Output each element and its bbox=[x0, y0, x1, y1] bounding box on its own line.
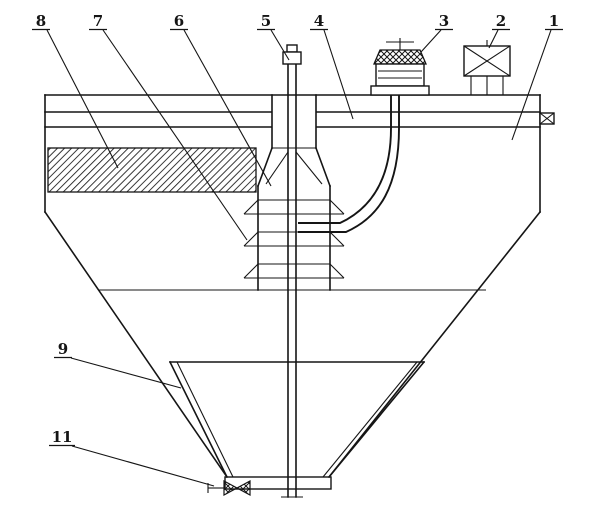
tank-shell bbox=[43, 94, 542, 490]
leader-line-7 bbox=[102, 29, 248, 241]
callout-number-6: 6 bbox=[174, 12, 184, 30]
right-cone-wall bbox=[327, 210, 542, 479]
box-diag-b bbox=[463, 45, 511, 77]
drive-base bbox=[370, 85, 430, 96]
control-box bbox=[463, 40, 511, 95]
liner-right-inner bbox=[322, 361, 418, 478]
drive-unit bbox=[370, 38, 430, 96]
discharge-valve bbox=[207, 479, 251, 497]
callout-number-4: 4 bbox=[314, 12, 324, 30]
leader-line-5 bbox=[270, 29, 290, 61]
plate-3-top bbox=[243, 263, 345, 279]
drive-cap-hatch bbox=[373, 49, 427, 65]
liner-left-outer bbox=[168, 360, 229, 479]
leader-line-9 bbox=[70, 357, 182, 389]
overflow-nozzle bbox=[539, 112, 555, 125]
plate-1-top bbox=[243, 199, 345, 215]
callout-number-9: 9 bbox=[58, 340, 68, 358]
feedwell-neck-mask bbox=[272, 96, 316, 148]
leader-line-6 bbox=[183, 29, 272, 187]
leader-line-2 bbox=[488, 29, 499, 49]
inner-cone-liner bbox=[168, 360, 426, 479]
feed-pipe-outer bbox=[298, 95, 392, 224]
callout-number-3: 3 bbox=[439, 12, 449, 30]
callout-labels: 8 7 6 5 4 3 2 1 9 11 bbox=[32, 12, 563, 487]
callout-number-2: 2 bbox=[496, 12, 506, 30]
deflector-plates bbox=[243, 199, 345, 279]
inner-cone-right bbox=[295, 151, 323, 185]
callout-number-1: 1 bbox=[549, 12, 559, 30]
leader-line-4 bbox=[323, 29, 354, 120]
callout-number-8: 8 bbox=[36, 12, 46, 30]
agitator-shaft bbox=[281, 44, 303, 498]
leader-line-1 bbox=[511, 29, 552, 141]
plate-2-top bbox=[243, 231, 345, 247]
nozzle-cross-b bbox=[539, 112, 555, 125]
inner-cone-left bbox=[265, 151, 289, 185]
feed-pipe-inner bbox=[298, 95, 400, 233]
callout-number-7: 7 bbox=[93, 12, 103, 30]
inclined-plate-pack bbox=[47, 147, 257, 193]
liner-left-inner bbox=[176, 361, 234, 478]
leader-line-11 bbox=[71, 445, 215, 487]
left-cone-wall bbox=[43, 210, 229, 479]
valve-body-right bbox=[235, 479, 251, 497]
callout-number-11: 11 bbox=[52, 428, 73, 446]
feedwell-column bbox=[256, 94, 332, 291]
flare-right bbox=[314, 146, 332, 188]
shaft-knob bbox=[286, 44, 298, 53]
valve-body-left bbox=[223, 479, 239, 497]
leader-line-8 bbox=[46, 29, 119, 169]
drive-fin-body bbox=[375, 63, 425, 87]
flare-left bbox=[256, 146, 274, 188]
leader-line-3 bbox=[420, 29, 442, 53]
feed-pipe bbox=[298, 95, 400, 233]
liner-right-outer bbox=[327, 360, 426, 479]
plate-pack-hatch bbox=[47, 147, 257, 193]
shaft-cap bbox=[282, 51, 302, 65]
callout-number-5: 5 bbox=[261, 12, 271, 30]
